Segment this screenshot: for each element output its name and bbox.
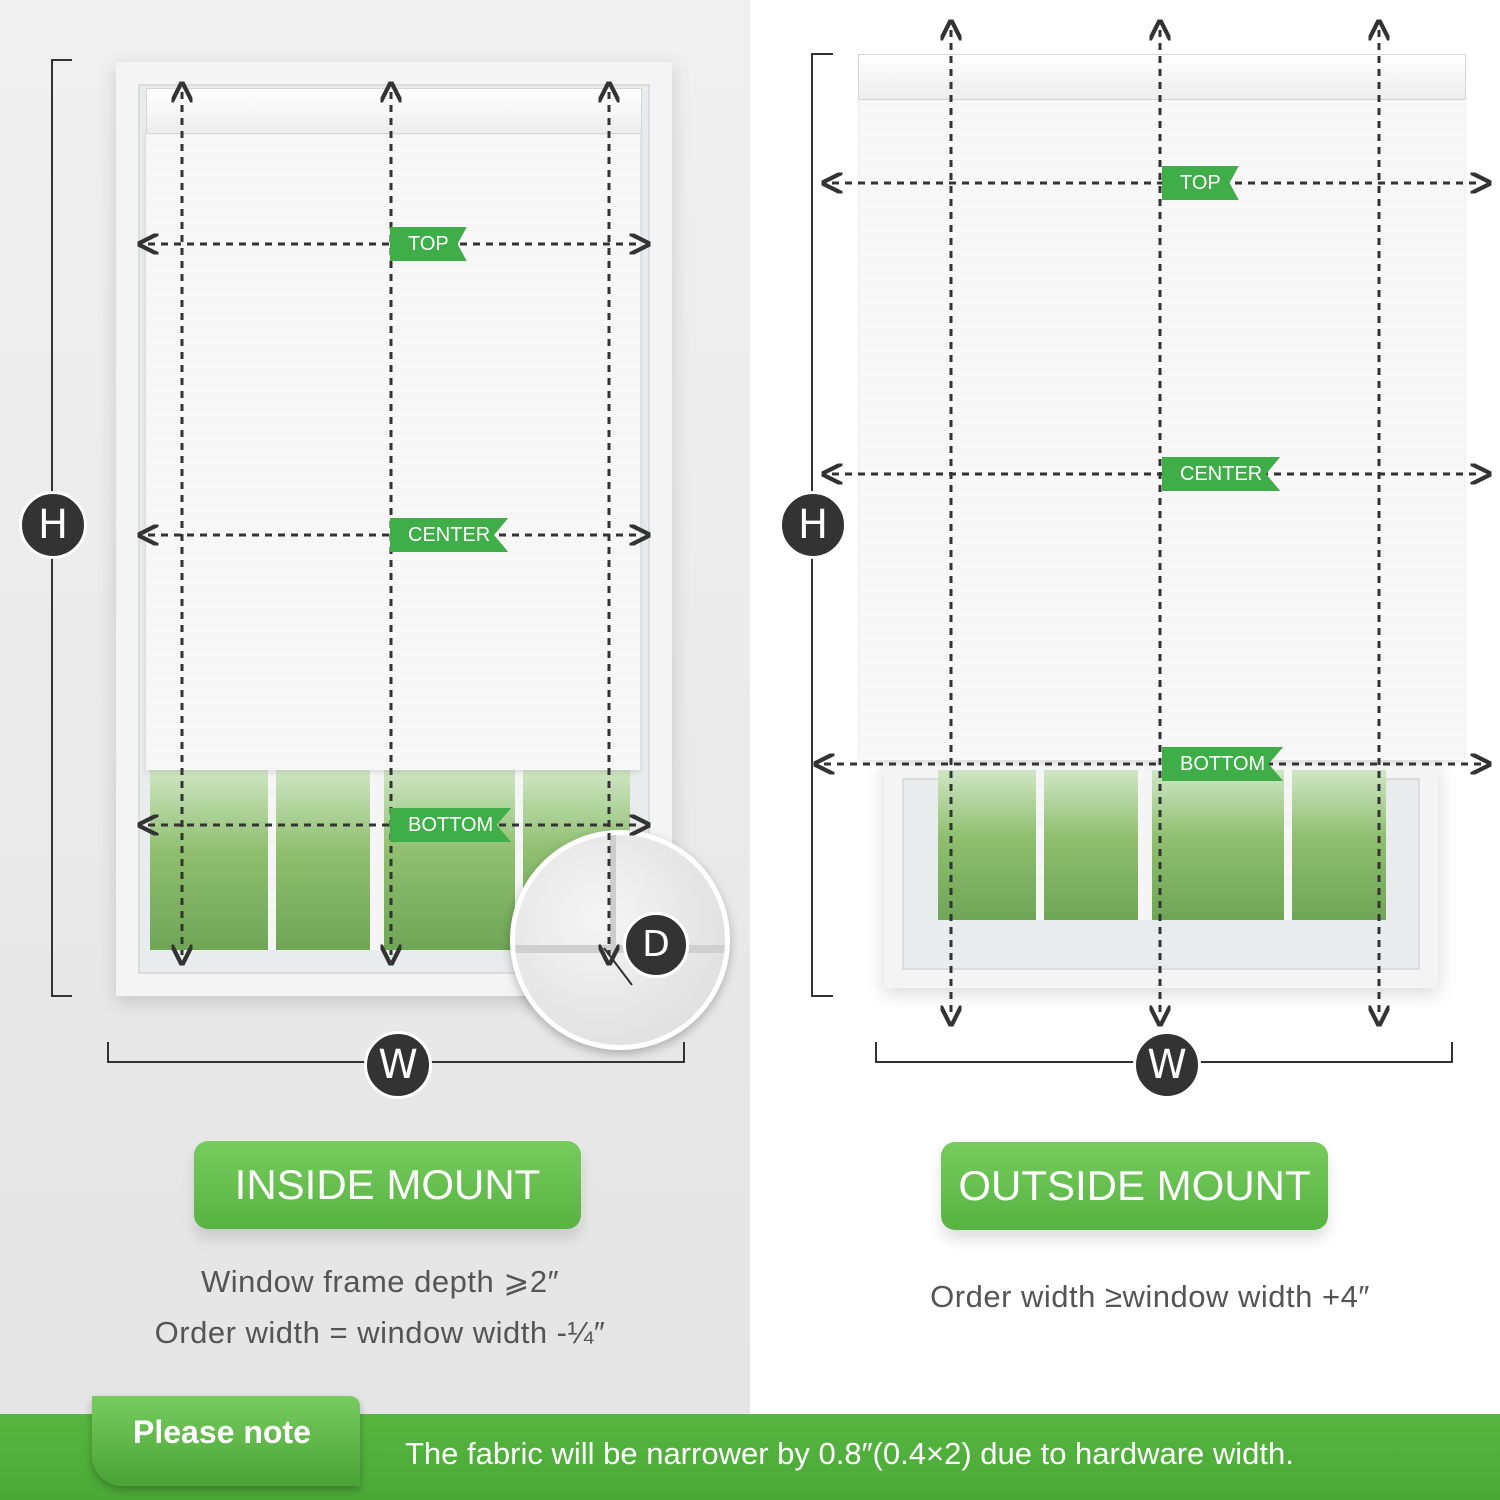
- inside-mullion: [268, 770, 276, 950]
- outside-mullion: [1138, 770, 1152, 920]
- inside-caption-depth: Window frame depth ⩾2″: [200, 1264, 560, 1299]
- note-title: Please note: [133, 1414, 311, 1450]
- outside-caption-width: Order width ≥window width +4″: [930, 1279, 1370, 1314]
- inside-width-badge: W: [364, 1031, 432, 1099]
- inside-mount-button: INSIDE MOUNT: [194, 1141, 581, 1229]
- note-text: The fabric will be narrower by 0.8″(0.4×…: [405, 1436, 1294, 1471]
- outside-top-label: TOP: [1162, 166, 1239, 200]
- outside-mullion: [1284, 770, 1292, 920]
- outside-height-badge: H: [779, 491, 847, 559]
- outside-mullion: [1036, 770, 1044, 920]
- inside-bottom-label: BOTTOM: [390, 808, 512, 842]
- inside-top-label: TOP: [390, 227, 467, 261]
- inside-mullion: [515, 770, 523, 950]
- inside-caption-width: Order width = window width -¼″: [154, 1315, 606, 1350]
- inside-center-label: CENTER: [390, 518, 509, 552]
- note-flag: [92, 1396, 360, 1486]
- outside-width-badge: W: [1133, 1031, 1201, 1099]
- outside-bottom-label: BOTTOM: [1162, 747, 1284, 781]
- outside-measure-overlay: [811, 0, 1500, 1063]
- inside-height-badge: H: [19, 491, 87, 559]
- outside-mount-button: OUTSIDE MOUNT: [941, 1142, 1328, 1230]
- inside-depth-badge: D: [623, 912, 689, 978]
- outside-center-label: CENTER: [1162, 457, 1281, 491]
- depth-zoom-detail: [510, 830, 730, 1050]
